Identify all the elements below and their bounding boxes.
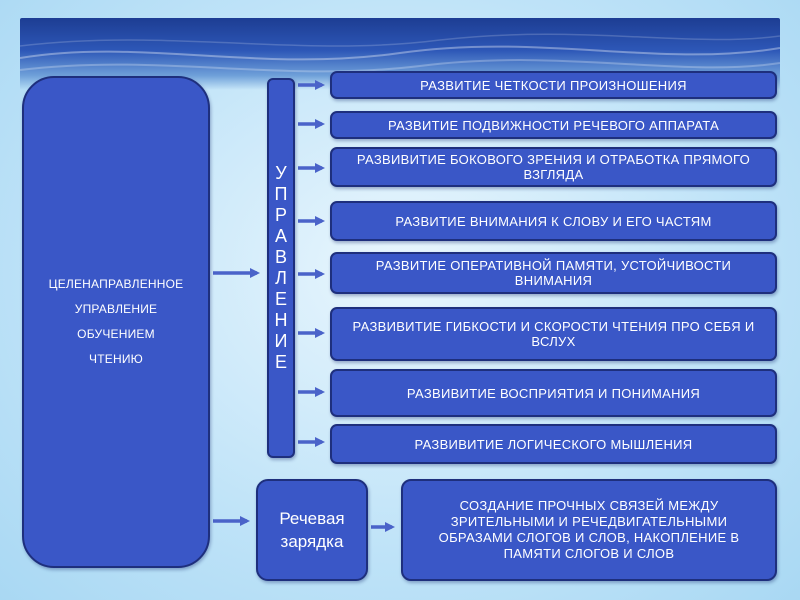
left-box-line: УПРАВЛЕНИЕ [74,302,158,316]
item-box-7: РАЗВИВИТИЕ ВОСПРИЯТИЯ И ПОНИМАНИЯ [330,369,777,417]
management-vertical-box: У П Р А В Л Е Н И Е [267,78,295,458]
item-box-5: РАЗВИТИЕ ОПЕРАТИВНОЙ ПАМЯТИ, УСТОЙЧИВОСТ… [330,252,777,294]
vertical-letter: И [274,331,288,351]
speech-warmup-box: Речевая зарядка [256,479,368,581]
vertical-letter: Л [275,268,287,288]
vertical-letter: У [275,163,287,183]
result-box: СОЗДАНИЕ ПРОЧНЫХ СВЯЗЕЙ МЕЖДУ ЗРИТЕЛЬНЫМ… [401,479,777,581]
header-wave-decoration [20,33,780,73]
item-box-1: РАЗВИТИЕ ЧЕТКОСТИ ПРОИЗНОШЕНИЯ [330,71,777,99]
item-box-2: РАЗВИТИЕ ПОДВИЖНОСТИ РЕЧЕВОГО АППАРАТА [330,111,777,139]
vertical-letter: В [274,247,287,267]
item-box-8: РАЗВИВИТИЕ ЛОГИЧЕСКОГО МЫШЛЕНИЯ [330,424,777,464]
item-box-3: РАЗВИВИТИЕ БОКОВОГО ЗРЕНИЯ И ОТРАБОТКА П… [330,147,777,187]
vertical-letter: Е [274,289,287,309]
left-box-line: ЦЕЛЕНАПРАВЛЕННОЕ [48,277,184,291]
purposeful-management-box: ЦЕЛЕНАПРАВЛЕННОЕ УПРАВЛЕНИЕ ОБУЧЕНИЕМ ЧТ… [22,76,210,568]
vertical-letter: Е [274,352,287,372]
vertical-letter: Р [274,205,287,225]
item-box-4: РАЗВИТИЕ ВНИМАНИЯ К СЛОВУ И ЕГО ЧАСТЯМ [330,201,777,241]
left-box-line: ОБУЧЕНИЕМ [77,327,155,341]
vertical-letter: Н [274,310,288,330]
vertical-letter: А [274,226,287,246]
vertical-letter: П [274,184,288,204]
item-box-6: РАЗВИВИТИЕ ГИБКОСТИ И СКОРОСТИ ЧТЕНИЯ ПР… [330,307,777,361]
left-box-line: ЧТЕНИЮ [89,352,143,366]
